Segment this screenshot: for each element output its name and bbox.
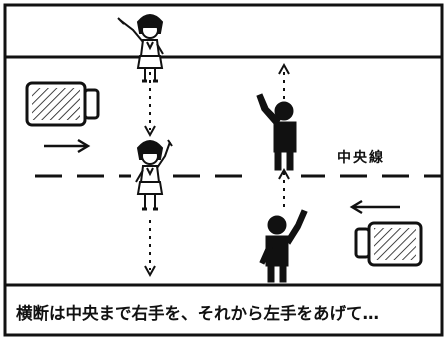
child-silhouette-raising-hand-icon <box>256 93 297 171</box>
car-left-icon <box>25 81 100 127</box>
girl-raising-left-hand-icon <box>135 139 173 211</box>
dotted-path-arrow-icon <box>278 62 290 210</box>
dotted-path-arrow-icon <box>144 72 156 278</box>
frame-border <box>3 3 444 337</box>
arrow-left-icon <box>349 199 400 215</box>
arrow-right-icon <box>44 138 91 154</box>
caption: 横断は中央まで右手を、それから左手をあげて… <box>16 304 379 323</box>
center-line-label: 中央線 <box>337 150 385 166</box>
car-right-icon <box>354 221 423 267</box>
child-silhouette-raising-hand-icon <box>259 209 308 283</box>
girl-raising-right-hand-icon <box>117 14 164 83</box>
